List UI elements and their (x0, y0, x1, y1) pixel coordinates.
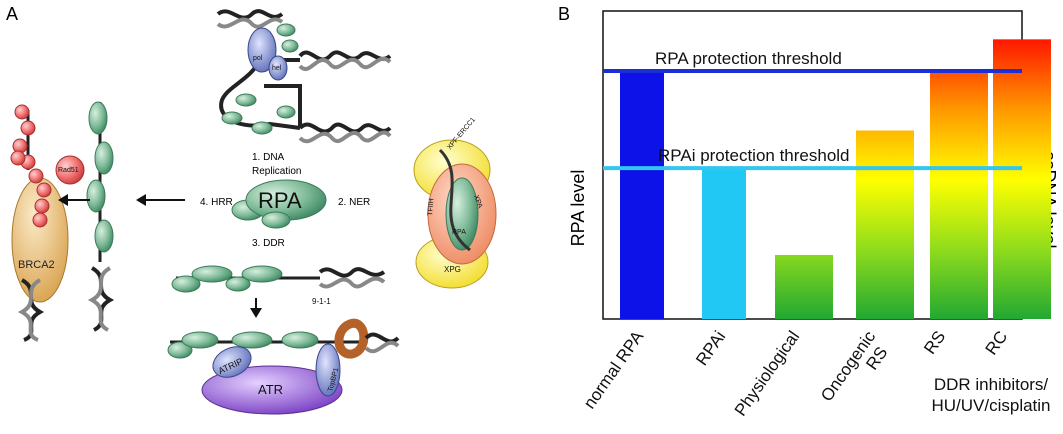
panel-a-letter: A (6, 4, 18, 24)
replication-label-2: Replication (252, 166, 301, 177)
panel-a: A pol hel 1. DNA Replication 4. HRR 2. N… (6, 4, 497, 415)
bar-5 (930, 69, 988, 320)
x-tick-3: Physiological (731, 327, 803, 419)
bar-4 (856, 130, 914, 319)
group-label-layer: DDR inhibitors/HU/UV/cisplatin (931, 375, 1050, 415)
rpa-label: RPA (258, 188, 302, 213)
replication-label-1: 1. DNA (252, 152, 285, 163)
panel-b: B RPA level ssDNA level RPA protection t… (550, 0, 1063, 429)
ddr-group-label: DDR inhibitors/HU/UV/cisplatin (931, 375, 1050, 415)
panel-b-letter: B (558, 4, 570, 24)
svg-text:normal RPA: normal RPA (580, 327, 648, 412)
bar-2 (702, 168, 746, 319)
x-tick-5: RS (920, 327, 949, 357)
ner-complex: XPF-ERCC1 XPA TFIIH RPA XPG (413, 116, 497, 289)
brca2-label: BRCA2 (18, 259, 55, 271)
replication-fork: pol hel (216, 9, 392, 144)
brca2-rad51-complex: BRCA2 Rad51 (10, 104, 90, 342)
bar-6 (993, 39, 1051, 319)
x-tick-4: OncogenicRS (817, 327, 895, 416)
svg-text:RS: RS (920, 327, 949, 357)
svg-text:Physiological: Physiological (731, 327, 803, 419)
tfiih-label: TFIIH (427, 198, 435, 216)
x-tick-1: normal RPA (580, 327, 648, 412)
svg-text:RPAi: RPAi (692, 327, 729, 369)
ner-rpa-label: RPA (452, 229, 466, 236)
xpa-label: XPA (472, 194, 483, 209)
atr-label: ATR (258, 382, 283, 397)
ddr-ssdna-upper (171, 265, 386, 293)
hrr-filament (86, 101, 115, 332)
x-tick-2: RPAi (692, 327, 729, 369)
svg-text:RC: RC (982, 327, 1012, 358)
hel-label: hel (272, 65, 282, 72)
threshold-label-2: RPAi protection threshold (658, 146, 850, 165)
xpg-label: XPG (444, 265, 461, 274)
pol-label: pol (253, 55, 263, 62)
rad51-label: Rad51 (58, 167, 79, 174)
rpa-threshold-bar-chart: B RPA level ssDNA level RPA protection t… (558, 4, 1059, 420)
bar-3 (775, 254, 833, 319)
rpa-complex: RPA (231, 179, 327, 229)
ddr-label: 3. DDR (252, 238, 285, 249)
nine-one-one-label: 9-1-1 (312, 297, 331, 306)
left-axis-label: RPA level (568, 170, 588, 247)
ddr-atr-complex: ATR ATRIP TopBP1 9-1-1 (167, 297, 400, 415)
threshold-label-1: RPA protection threshold (655, 49, 842, 68)
rpa-pathway-diagram: A pol hel 1. DNA Replication 4. HRR 2. N… (6, 4, 497, 415)
x-tick-6: RC (982, 327, 1012, 358)
bar-1 (620, 71, 664, 319)
bars-layer (620, 39, 1051, 320)
hrr-label: 4. HRR (200, 197, 233, 208)
svg-text:OncogenicRS: OncogenicRS (817, 327, 895, 416)
ner-label: 2. NER (338, 197, 370, 208)
